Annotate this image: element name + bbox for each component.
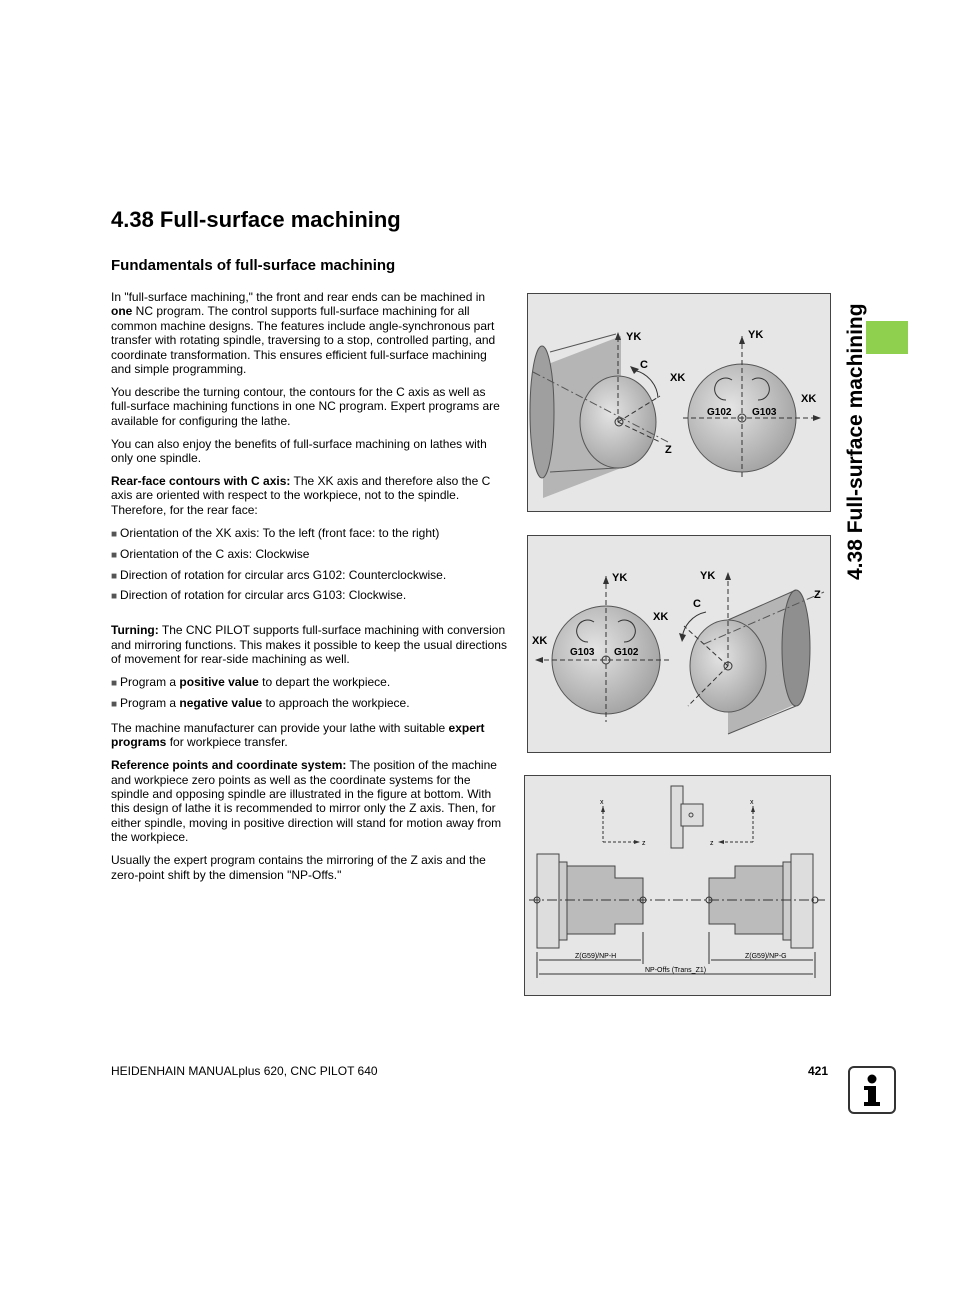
label-yk: YK	[700, 570, 715, 582]
list-item: ■Direction of rotation for circular arcs…	[111, 588, 407, 603]
figure-reference-points: x z x z Z(G59)/NP-H Z(G59)/NP-G NP-Offs …	[524, 775, 831, 996]
figure-rear-face-axes: YK XK G103 G102 YK C XK Z	[527, 535, 831, 753]
label-xk: XK	[532, 635, 547, 647]
page-title: 4.38 Full-surface machining	[111, 207, 401, 232]
turning-list: ■Program a positive value to depart the …	[111, 675, 507, 712]
label-x: x	[750, 799, 754, 806]
label-np-offs: NP-Offs (Trans_Z1)	[645, 967, 706, 974]
paragraph-turning: Turning: The CNC PILOT supports full-sur…	[111, 623, 507, 667]
label-g103: G103	[570, 647, 595, 658]
rear-face-list: ■Orientation of the XK axis: To the left…	[111, 526, 507, 605]
list-item: ■Orientation of the XK axis: To the left…	[111, 525, 440, 540]
label-g102: G102	[707, 407, 732, 418]
paragraph-one-spindle: You can also enjoy the benefits of full-…	[111, 436, 487, 466]
side-chapter-title: 4.38 Full-surface machining	[844, 303, 867, 580]
label-xk: XK	[653, 611, 668, 623]
label-zg59-h: Z(G59)/NP-H	[575, 953, 616, 960]
label-xk: XK	[801, 393, 816, 405]
label-c: C	[640, 359, 648, 371]
label-yk: YK	[626, 331, 641, 343]
paragraph-expert: The machine manufacturer can provide you…	[111, 720, 485, 750]
label-c: C	[693, 598, 701, 610]
label-g103: G103	[752, 407, 777, 418]
paragraph-reference: Reference points and coordinate system: …	[111, 758, 502, 845]
label-yk: YK	[612, 572, 627, 584]
label-g102: G102	[614, 647, 639, 658]
label-z: z	[642, 840, 646, 847]
label-xk: XK	[670, 372, 685, 384]
page-number: 421	[808, 1064, 829, 1078]
paragraph-expert-program: Usually the expert program contains the …	[111, 853, 486, 882]
info-icon	[848, 1066, 896, 1114]
svg-text:4.38 Full-surface machining: 4.38 Full-surface machining	[844, 303, 867, 580]
list-item: ■Program a negative value to approach th…	[111, 695, 410, 710]
label-z: Z	[665, 444, 672, 456]
paragraph-intro: In "full-surface machining," the front a…	[111, 290, 496, 377]
footer-text: HEIDENHAIN MANUALplus 620, CNC PILOT 640	[111, 1064, 378, 1078]
label-z: Z	[814, 589, 821, 601]
paragraph-contour: You describe the turning contour, the co…	[111, 384, 500, 428]
section-subtitle: Fundamentals of full-surface machining	[111, 257, 396, 274]
paragraph-rear-face: Rear-face contours with C axis: The XK a…	[111, 473, 491, 517]
figure-front-face-axes: YK C XK Z YK XK G102 G103	[527, 293, 831, 512]
list-item: ■Program a positive value to depart the …	[111, 675, 391, 690]
label-z: z	[710, 840, 714, 847]
list-item: ■Orientation of the C axis: Clockwise	[111, 546, 310, 561]
chapter-tab	[866, 321, 908, 354]
label-yk: YK	[748, 329, 763, 341]
body-column: In "full-surface machining," the front a…	[111, 290, 507, 890]
label-zg59-g: Z(G59)/NP-G	[745, 953, 787, 960]
list-item: ■Direction of rotation for circular arcs…	[111, 567, 447, 582]
label-x: x	[600, 799, 604, 806]
